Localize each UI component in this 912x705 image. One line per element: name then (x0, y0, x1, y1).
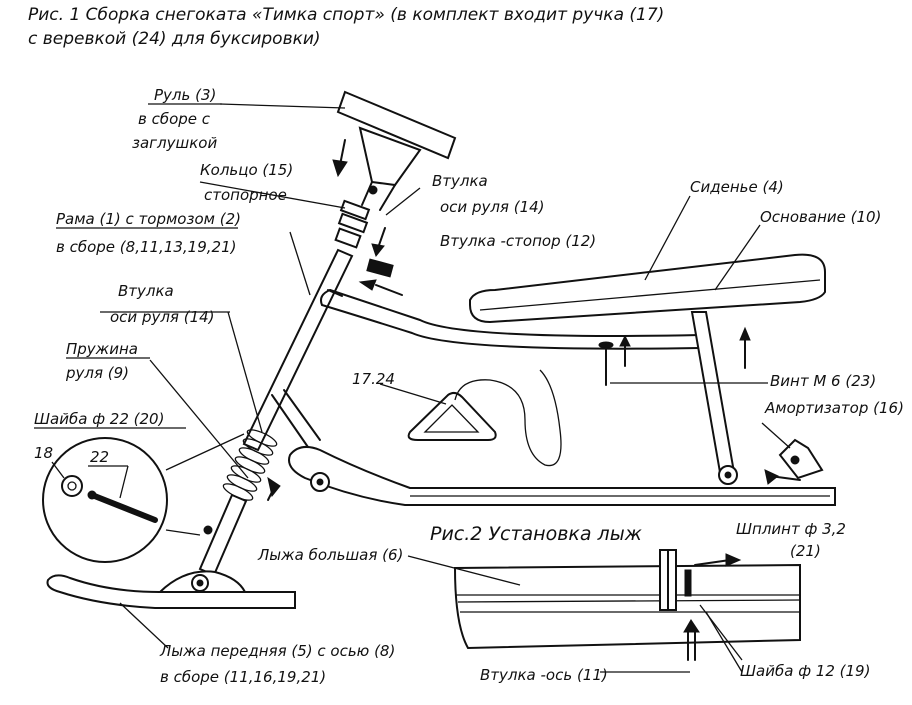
shock-absorber (761, 422, 824, 485)
label-washer-12: Шайба ф 12 (19) (740, 662, 870, 680)
label-spring-2: руля (9) (65, 364, 129, 382)
frame-rail (320, 289, 701, 350)
label-bushing-top-1: Втулка (432, 172, 488, 190)
label-handlebar-2: в сборе с (138, 110, 211, 128)
screw-m6 (598, 334, 768, 386)
label-handle: 17.24 (352, 370, 395, 388)
label-big-ski: Лыжа большая (6) (257, 546, 403, 564)
label-frame-1: Рама (1) с тормозом (2) (56, 210, 241, 228)
big-ski (288, 445, 836, 506)
label-handlebar-3: заглушкой (132, 134, 217, 152)
seat (469, 195, 826, 324)
label-num-22: 22 (90, 448, 109, 466)
assembly-arrows (332, 139, 386, 258)
stopper-bushing (358, 258, 403, 296)
label-bushing-top-2: оси руля (14) (440, 198, 545, 216)
label-base: Основание (10) (760, 208, 881, 226)
label-front-ski-2: в сборе (11,16,19,21) (160, 668, 326, 686)
label-cotter-2: (21) (790, 542, 821, 560)
label-bushing-left-2: оси руля (14) (110, 308, 215, 326)
front-ski (46, 570, 296, 649)
label-screw: Винт М 6 (23) (770, 372, 876, 390)
label-axle-bushing: Втулка -ось (11) (480, 666, 608, 684)
caption-line-2: с веревкой (24) для буксировки) (28, 29, 321, 49)
label-ring-2: стопорное (204, 186, 287, 204)
label-front-ski-1: Лыжа передняя (5) с осью (8) (159, 642, 395, 660)
fig2-ski-mount (407, 549, 801, 673)
label-washer-22: Шайба ф 22 (20) (34, 410, 164, 428)
fig2-title: Рис.2 Установка лыж (430, 523, 642, 545)
steering-column (198, 248, 354, 577)
caption-line-1: Рис. 1 Сборка снегоката «Тимка спорт» (в… (28, 5, 664, 25)
label-cotter-1: Шплинт ф 3,2 (736, 520, 846, 538)
label-shock: Амортизатор (16) (764, 399, 904, 417)
label-stopper-bushing: Втулка -стопор (12) (440, 232, 596, 250)
label-handlebar-1: Руль (3) (154, 86, 216, 104)
stop-ring (334, 199, 371, 249)
label-seat: Сиденье (4) (690, 178, 784, 196)
leader-lines (34, 103, 421, 479)
washer-detail-circle (42, 433, 245, 563)
rear-leg (690, 311, 751, 485)
label-frame-2: в сборе (8,11,13,19,21) (56, 238, 236, 256)
label-bushing-left-1: Втулка (118, 282, 174, 300)
label-num-18: 18 (34, 444, 53, 462)
label-ring-1: Кольцо (15) (200, 161, 293, 179)
label-spring-1: Пружина (66, 340, 138, 358)
front-brace (271, 389, 321, 451)
tow-handle (379, 369, 562, 467)
handlebar (336, 90, 457, 211)
